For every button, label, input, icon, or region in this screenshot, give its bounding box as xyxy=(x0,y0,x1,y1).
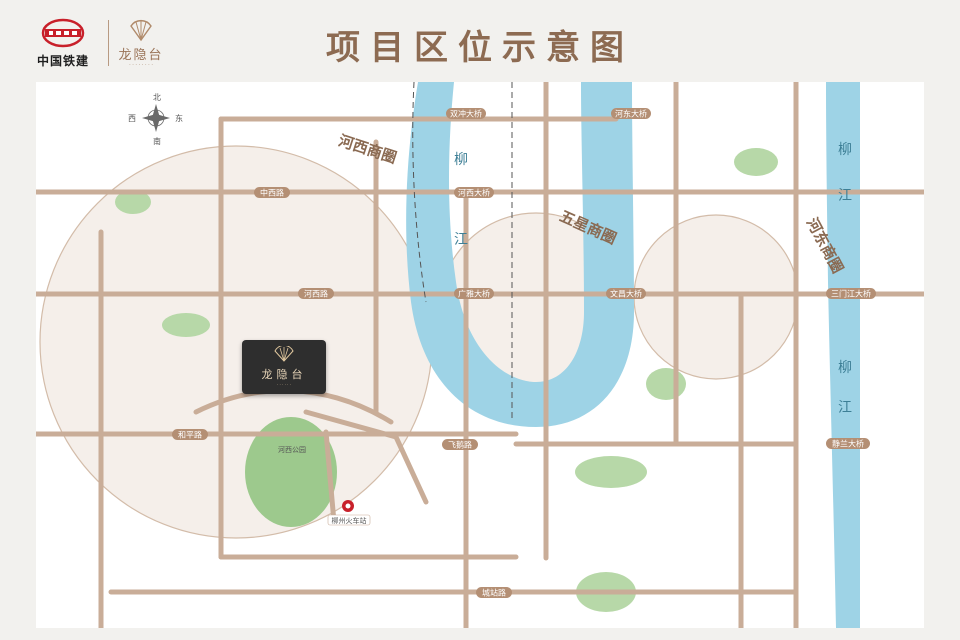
road-label-heping: 和平路 xyxy=(178,430,202,440)
road-label-guangxia: 广雅大桥 xyxy=(458,289,490,299)
park-west xyxy=(115,190,151,214)
project-marker-tagline: · · · · · · xyxy=(277,382,291,387)
header: 中国铁建 龙隐台 · · · · · · · · 项目区位示意图 xyxy=(0,0,960,78)
road-label-feie: 飞鹅路 xyxy=(448,440,472,450)
compass-south: 南 xyxy=(153,136,161,146)
road-label-hexi-bridge: 河西大桥 xyxy=(458,188,490,198)
project-location-marker[interactable]: 龙隐台 · · · · · · xyxy=(242,340,326,394)
park-east xyxy=(646,368,686,400)
location-map[interactable]: 双冲大桥 河西大桥 中西路 河西路 广雅大桥 文昌大桥 三门江大桥 和平路 飞鹅… xyxy=(36,82,924,628)
zone-label-hexi: 河西商圈 xyxy=(336,131,399,167)
project-logo-name: 龙隐台 xyxy=(118,48,164,63)
zone-circle-hedong xyxy=(633,214,799,380)
crcc-logo: 中国铁建 xyxy=(28,18,98,68)
river-label-2: 江 xyxy=(454,232,468,248)
liujiang-river-east xyxy=(826,82,860,628)
fan-logo-icon xyxy=(130,20,152,42)
road-labels: 双冲大桥 河西大桥 中西路 河西路 广雅大桥 文昌大桥 三门江大桥 和平路 飞鹅… xyxy=(172,108,876,598)
park-northeast xyxy=(734,148,778,176)
train-station-marker: 柳州火车站 xyxy=(327,500,371,526)
river-label-6: 江 xyxy=(838,400,852,416)
road-label-wenchang: 文昌大桥 xyxy=(610,289,642,299)
road-label-hexi-road: 河西路 xyxy=(304,289,328,299)
road-label-sanmenjiang: 三门江大桥 xyxy=(831,289,871,299)
road-label-chengzhan: 城站路 xyxy=(482,588,506,598)
road-label-zhongxi: 中西路 xyxy=(260,188,284,198)
park-hexi xyxy=(245,417,337,527)
compass-west: 西 xyxy=(128,114,136,123)
river-label-3: 柳 xyxy=(838,141,852,158)
road-label-shuangchong: 双冲大桥 xyxy=(450,109,482,119)
road-label-jingshan: 静兰大桥 xyxy=(832,439,864,449)
road-network xyxy=(36,82,924,628)
hexi-park-label: 河西公园 xyxy=(278,446,306,454)
park-maanshan xyxy=(575,456,647,488)
park-leisure xyxy=(162,313,210,337)
project-marker-name: 龙隐台 xyxy=(261,368,307,381)
liujiang-river-west xyxy=(406,82,634,427)
river-label-1: 柳 xyxy=(454,151,468,168)
compass-east: 东 xyxy=(175,113,183,123)
station-label: 柳州火车站 xyxy=(332,516,367,525)
logo-divider xyxy=(108,20,109,66)
compass-north: 北 xyxy=(153,93,161,102)
project-logo-tagline: · · · · · · · · xyxy=(129,62,153,68)
map-canvas: 双冲大桥 河西大桥 中西路 河西路 广雅大桥 文昌大桥 三门江大桥 和平路 飞鹅… xyxy=(36,82,924,628)
crcc-name: 中国铁建 xyxy=(36,54,89,68)
river-label-4: 江 xyxy=(838,188,852,204)
compass-rose: 北 南 东 西 xyxy=(128,93,183,146)
project-logo: 龙隐台 · · · · · · · · xyxy=(114,16,168,72)
crcc-emblem-icon xyxy=(41,18,85,48)
project-fan-icon xyxy=(274,346,294,362)
river-label-5: 柳 xyxy=(838,359,852,376)
road-label-hedong-bridge: 河东大桥 xyxy=(615,109,647,119)
page-title: 项目区位示意图 xyxy=(326,28,634,68)
